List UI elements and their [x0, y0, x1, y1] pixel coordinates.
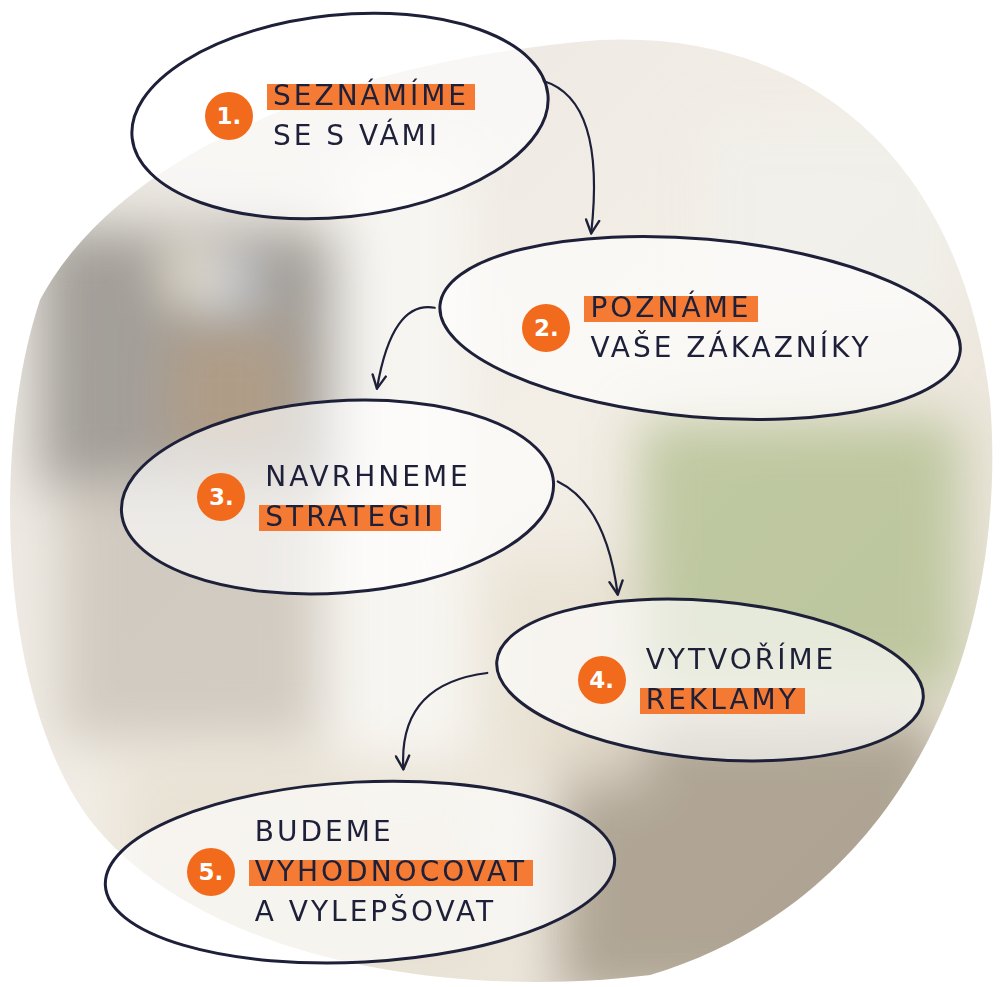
ellipse-shape: [114, 386, 559, 608]
step-ellipse: 5. BUDEME VYHODNOCOVAT A VYLEPŠOVAT: [99, 776, 621, 968]
curved-arrow: [543, 81, 594, 233]
step-content: 4. VYTVOŘÍME REKLAMY: [578, 642, 843, 718]
ellipse-shape: [490, 583, 930, 778]
highlighted-text: REKLAMY: [640, 682, 805, 718]
step-ellipse: 1. SEZNÁMÍME SE S VÁMI: [125, 9, 555, 223]
callout-number: 3.: [197, 473, 245, 521]
step-text-column: SEZNÁMÍME SE S VÁMI: [267, 78, 475, 154]
ellipse-outline: [115, 395, 560, 599]
curved-arrow: [377, 307, 435, 389]
ellipse-outline: [490, 595, 930, 765]
curved-arrow: [558, 481, 618, 594]
step-ellipse: 3. NAVRHNEME STRATEGII: [115, 395, 560, 599]
step-content: 1. SEZNÁMÍME SE S VÁMI: [205, 78, 475, 154]
ellipse-shape: [432, 217, 968, 440]
step-text: SE S VÁMI: [267, 118, 446, 154]
highlighted-text: SEZNÁMÍME: [267, 78, 475, 114]
callout-number: 4.: [578, 656, 626, 704]
step-text-column: POZNÁME VAŠE ZÁKAZNÍKY: [584, 290, 877, 366]
highlighted-text: POZNÁME: [584, 290, 757, 326]
curved-arrow: [403, 673, 487, 769]
callout-number: 2.: [522, 304, 570, 352]
step-text-column: VYTVOŘÍME REKLAMY: [640, 642, 843, 718]
step-content: 2. POZNÁME VAŠE ZÁKAZNÍKY: [522, 290, 877, 366]
step-text: VAŠE ZÁKAZNÍKY: [584, 330, 877, 366]
step-text: VYTVOŘÍME: [640, 642, 843, 678]
step-content: 3. NAVRHNEME STRATEGII: [197, 459, 476, 535]
ellipse-outline: [125, 9, 555, 223]
step-text-column: BUDEME VYHODNOCOVAT A VYLEPŠOVAT: [249, 814, 533, 930]
step-text: A VYLEPŠOVAT: [249, 894, 502, 930]
step-text: NAVRHNEME: [259, 459, 476, 495]
step-ellipse: 2. POZNÁME VAŠE ZÁKAZNÍKY: [433, 233, 967, 423]
callout-number: 5.: [187, 848, 235, 896]
step-text: BUDEME: [249, 814, 400, 850]
ellipse-outline: [433, 233, 967, 423]
step-text-column: NAVRHNEME STRATEGII: [259, 459, 476, 535]
ellipse-shape: [101, 769, 620, 976]
step-content: 5. BUDEME VYHODNOCOVAT A VYLEPŠOVAT: [187, 814, 533, 930]
highlighted-text: VYHODNOCOVAT: [249, 854, 533, 890]
step-ellipse: 4. VYTVOŘÍME REKLAMY: [490, 595, 930, 765]
ellipse-shape: [122, 0, 559, 238]
highlighted-text: STRATEGII: [259, 499, 441, 535]
callout-number: 1.: [205, 92, 253, 140]
